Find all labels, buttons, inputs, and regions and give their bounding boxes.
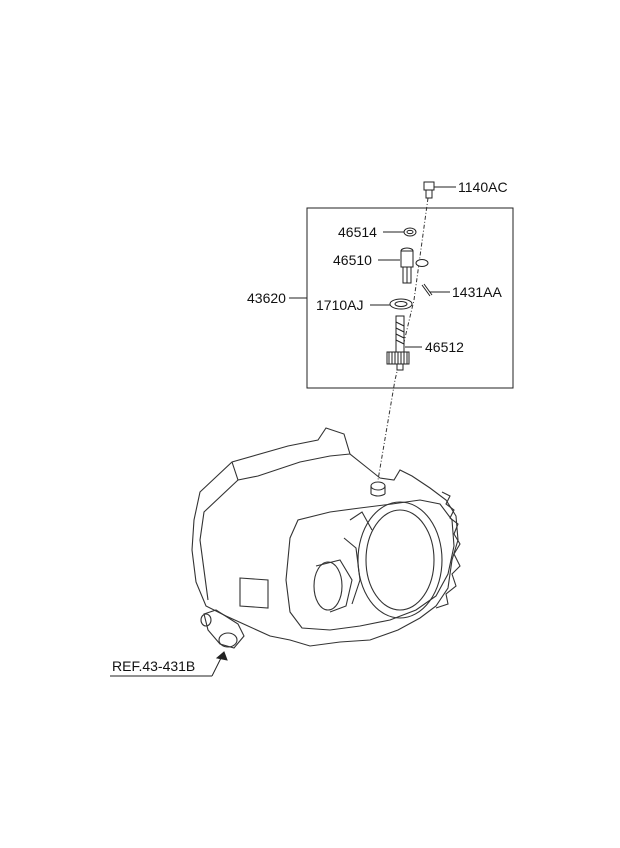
sleeve-part (400, 247, 429, 284)
callout-oring: 46514 (338, 224, 377, 240)
gasket-part (389, 298, 413, 310)
callout-driven-gear: 46512 (425, 339, 464, 355)
callout-assembly: 43620 (247, 290, 286, 306)
transaxle-case (191, 427, 461, 649)
leader-lines (289, 186, 456, 348)
callout-bolt: 1140AC (458, 179, 508, 195)
callout-sleeve: 46510 (333, 252, 372, 268)
bolt-part (423, 181, 435, 199)
driven-gear-part (386, 315, 410, 371)
oring-part (403, 227, 417, 237)
reference-callout (110, 651, 228, 677)
pin-part (421, 283, 433, 297)
callout-pin: 1431AA (452, 284, 502, 300)
reference-label: REF.43-431B (112, 658, 195, 674)
callout-gasket: 1710AJ (316, 297, 363, 313)
